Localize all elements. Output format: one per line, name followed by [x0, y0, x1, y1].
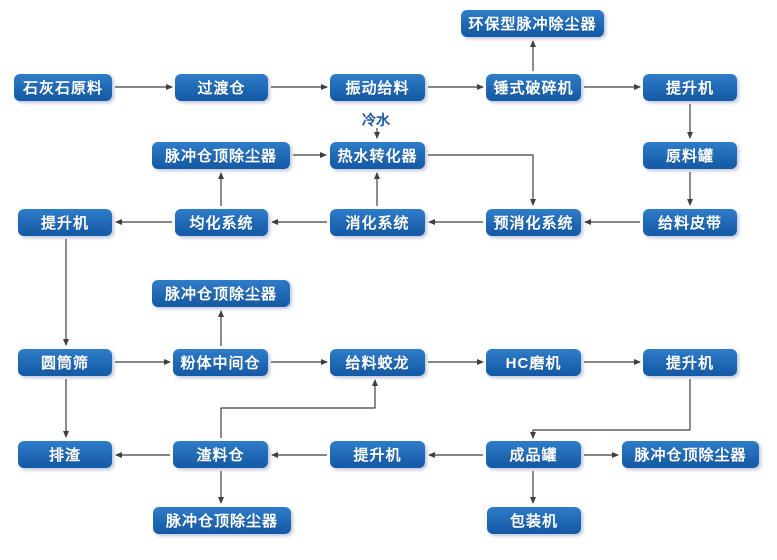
- flow-arrow-slag-bin-to-feeding-screw: [220, 379, 378, 438]
- flow-node-powder-middle-bin: 粉体中间仓: [173, 349, 268, 376]
- flow-node-elevator-4: 提升机: [330, 441, 425, 468]
- flow-node-feeding-belt: 给料皮带: [643, 209, 737, 236]
- flow-node-transition-bin: 过渡仓: [175, 74, 268, 101]
- flow-node-eco-pulse-collector: 环保型脉冲除尘器: [461, 10, 604, 37]
- flow-node-raw-material-tank: 原料罐: [643, 142, 737, 169]
- flow-node-hc-mill: HC磨机: [486, 349, 581, 376]
- flow-node-digestion-system: 消化系统: [330, 209, 425, 236]
- free-label-cold-water: 冷水: [362, 112, 390, 128]
- flow-arrow-elevator-3-to-finished-tank: [530, 379, 691, 439]
- flow-node-drum-screen: 圆筒筛: [18, 349, 112, 376]
- flow-node-finished-tank: 成品罐: [486, 441, 581, 468]
- flow-node-slag-discharge: 排渣: [18, 441, 112, 468]
- flow-node-limestone-raw: 石灰石原料: [14, 74, 112, 101]
- flow-arrow-hot-water-converter-to-pre-digestion-system: [428, 154, 536, 206]
- flow-node-silo-top-collector-2: 脉冲仓顶除尘器: [152, 280, 290, 307]
- flow-node-homogenization-system: 均化系统: [175, 209, 268, 236]
- flow-node-elevator-1: 提升机: [643, 74, 737, 101]
- flow-node-elevator-3: 提升机: [643, 349, 737, 376]
- flow-node-silo-top-collector-3: 脉冲仓顶除尘器: [622, 441, 759, 468]
- flow-node-slag-bin: 渣料仓: [173, 441, 268, 468]
- flow-node-silo-top-collector-1: 脉冲仓顶除尘器: [152, 142, 290, 169]
- flow-node-hammer-crusher: 锤式破碎机: [486, 74, 581, 101]
- flow-node-feeding-screw: 给料蛟龙: [330, 349, 425, 376]
- flow-node-pre-digestion-system: 预消化系统: [486, 209, 581, 236]
- flow-node-vibrating-feeder: 振动给料: [330, 74, 425, 101]
- flow-node-packing-machine: 包装机: [487, 507, 581, 534]
- flow-node-elevator-2: 提升机: [18, 209, 112, 236]
- flow-node-silo-top-collector-4: 脉冲仓顶除尘器: [153, 507, 291, 534]
- flow-node-hot-water-converter: 热水转化器: [330, 142, 425, 169]
